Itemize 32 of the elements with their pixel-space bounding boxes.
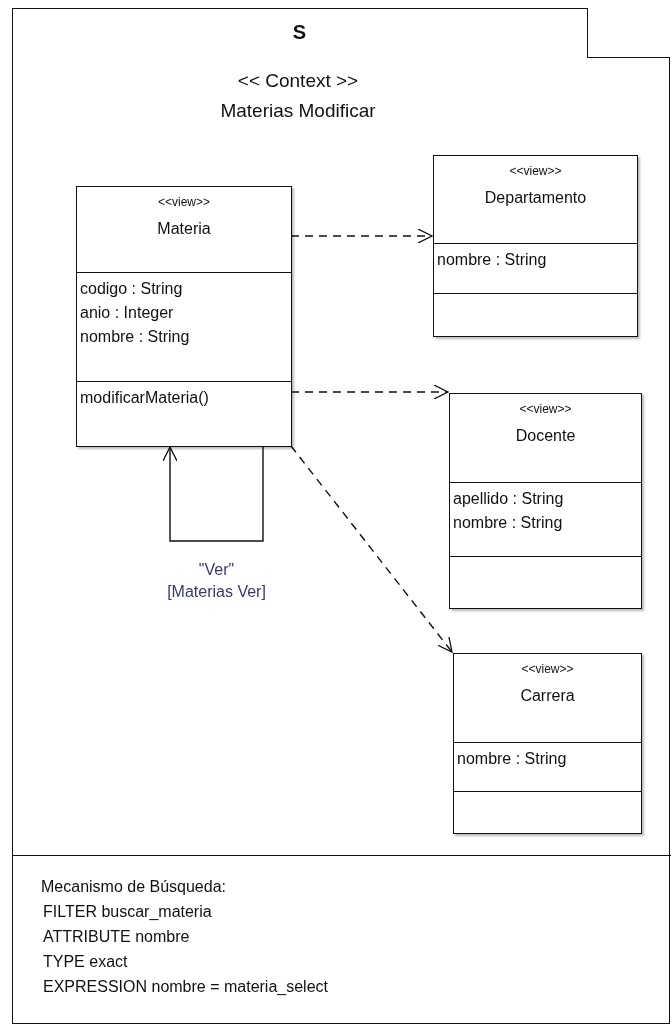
class-name: Materia [156,219,212,239]
search-spec-text: FILTER buscar_materia [42,902,212,922]
arrow [290,228,433,244]
attribute-text: nombre : String [453,513,564,534]
class-box [433,155,638,337]
attribute-text: codigo : String [80,279,184,300]
class-name: Docente [514,426,577,446]
context-name: Materias Modificar [220,99,376,123]
stereotype-label: << Context >> [237,69,359,93]
frame-tab: S [11,8,588,58]
section-heading: Mecanismo de Búsqueda: [41,877,226,897]
operation-text: modificarMateria() [80,388,210,409]
class-box [449,393,642,609]
search-spec-text: ATTRIBUTE nombre [42,927,190,947]
arrow [290,384,449,400]
stereotype-label: <<view>> [520,661,575,678]
stereotype-label: <<view>> [156,194,211,211]
class-box [453,653,642,834]
class-name: Carrera [519,686,576,706]
attribute-text: apellido : String [453,489,565,510]
stereotype-label: <<view>> [518,401,573,418]
attribute-text: nombre : String [457,748,568,769]
arrow [162,446,264,542]
search-spec-text: TYPE exact [42,952,128,972]
attribute-text: nombre : String [437,250,548,270]
attribute-text: anio : Integer [80,303,175,324]
class-name: Departamento [483,188,588,208]
stereotype-label: <<view>> [508,163,563,180]
search-spec-text: EXPRESSION nombre = materia_select [42,977,328,997]
attribute-text: nombre : String [80,327,191,348]
arrow [290,445,453,653]
class-box [76,186,292,447]
